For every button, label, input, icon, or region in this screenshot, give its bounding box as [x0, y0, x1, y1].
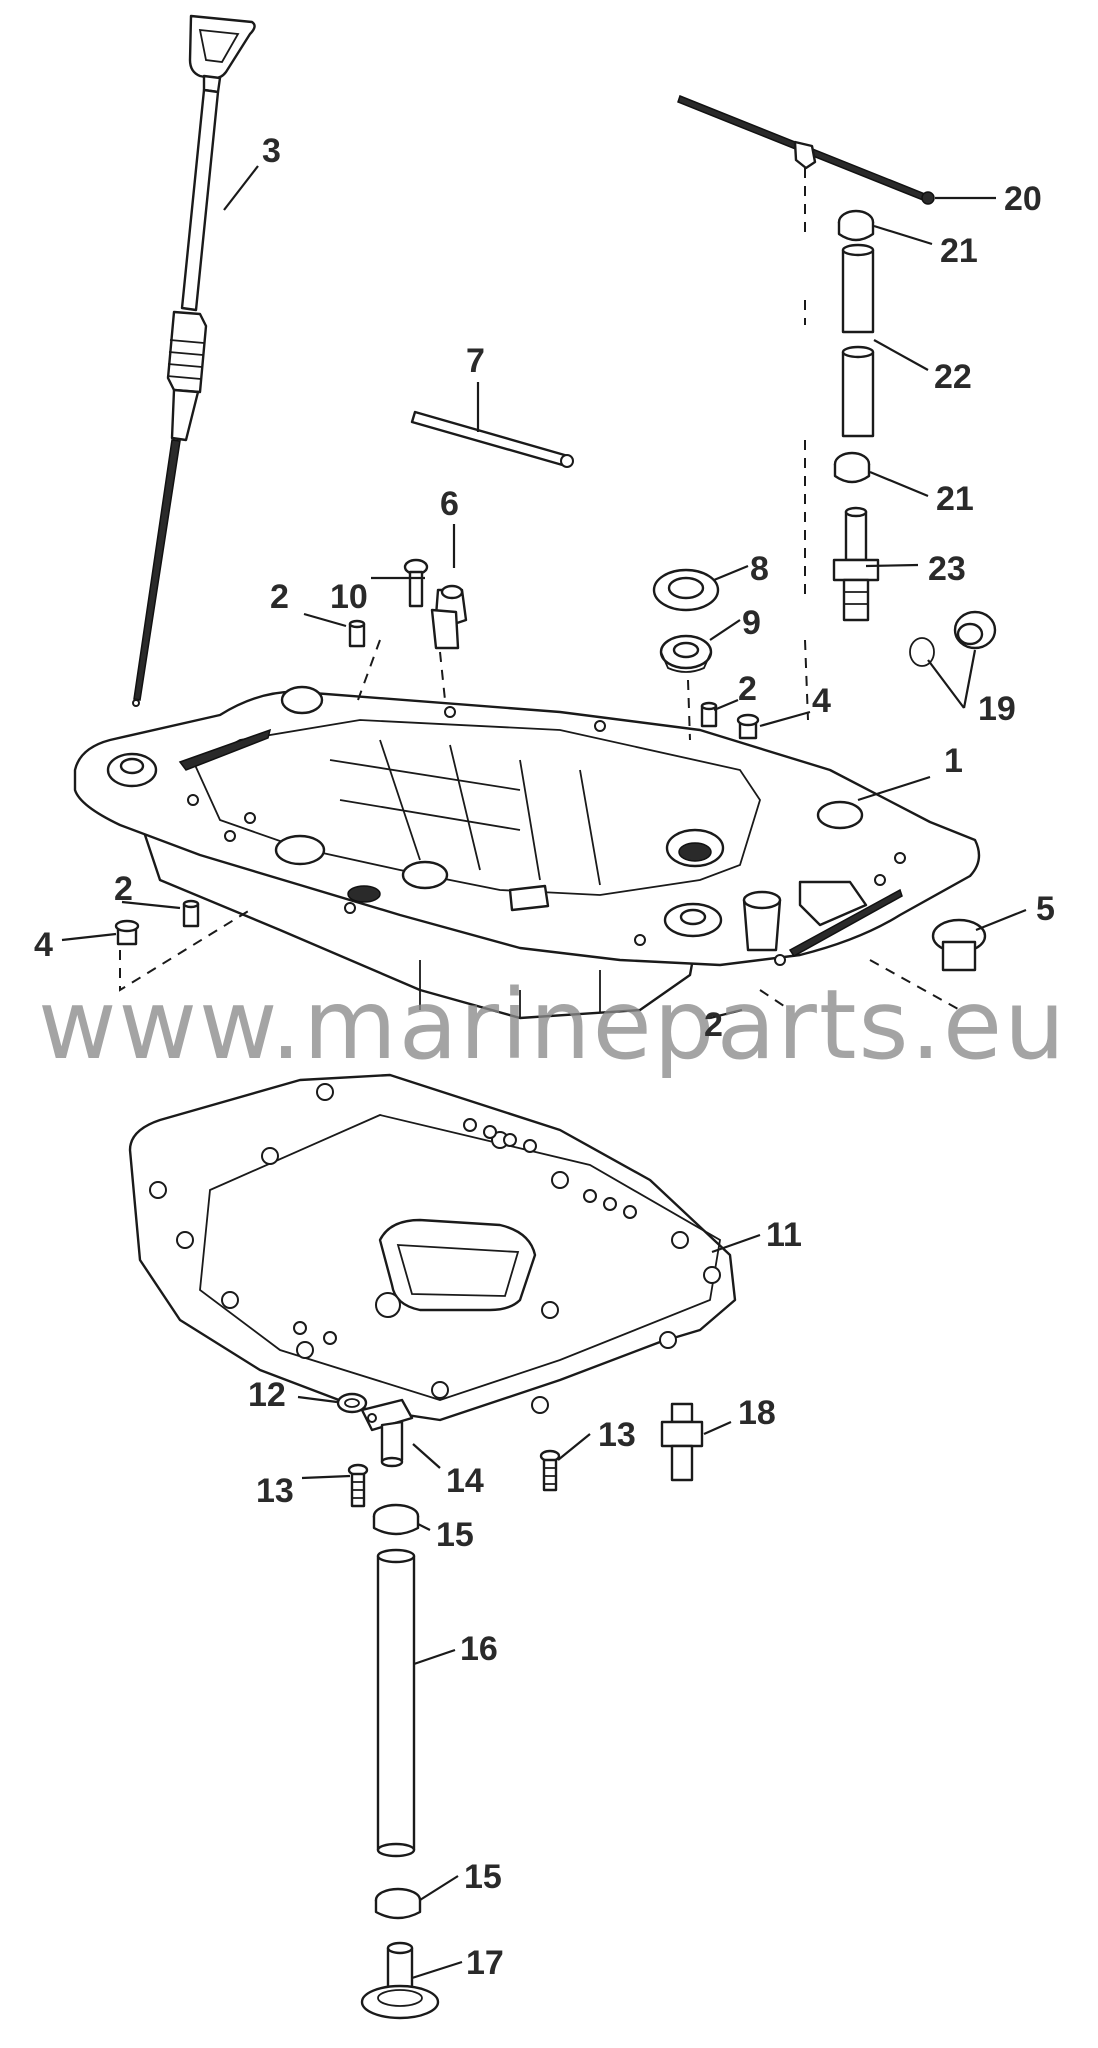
callout-4-left: 4	[34, 926, 53, 964]
callout-2-lower: 2	[704, 1006, 723, 1044]
part-rod	[410, 410, 574, 468]
part-screw-13-right	[539, 1449, 561, 1492]
callout-7: 7	[466, 342, 485, 380]
part-clamp-lower	[833, 451, 871, 484]
part-grommet-17	[360, 1941, 440, 2020]
part-hose	[841, 243, 875, 438]
callout-4-top: 4	[812, 682, 831, 720]
callout-9: 9	[742, 604, 761, 642]
part-fitting-18	[660, 1402, 704, 1482]
part-o-ring-12	[336, 1392, 368, 1414]
part-gasket	[128, 1073, 737, 1422]
leader-lines	[61, 165, 1027, 1980]
part-water-tube	[376, 1548, 416, 1858]
callout-14: 14	[446, 1462, 484, 1500]
callout-5: 5	[1036, 890, 1055, 928]
callout-20: 20	[1004, 180, 1042, 218]
part-clamp-upper	[837, 209, 875, 242]
part-pickup	[360, 1398, 414, 1468]
callout-3: 3	[262, 132, 281, 170]
callout-23: 23	[928, 550, 966, 588]
part-fitting	[832, 506, 880, 622]
callout-8: 8	[750, 550, 769, 588]
callout-16: 16	[460, 1630, 498, 1668]
part-clamp-15-upper	[372, 1503, 420, 1536]
callout-2-top: 2	[270, 578, 289, 616]
part-grommet	[659, 634, 713, 673]
callout-labels: 3 20 21 22 7 21 6 23 8 2 10 9 2 4 19 1 2…	[34, 132, 1055, 1982]
callout-2-left: 2	[114, 870, 133, 908]
callout-18: 18	[738, 1394, 776, 1432]
part-plug-oring	[909, 610, 997, 667]
callout-15-upper: 15	[436, 1516, 474, 1554]
axis-dash-mid	[439, 651, 691, 741]
part-dipstick	[132, 14, 256, 707]
callout-11: 11	[766, 1216, 802, 1254]
part-drain-plug	[931, 918, 987, 972]
watermark: www.marineparts.eu	[38, 969, 1067, 1081]
callout-21-upper: 21	[940, 232, 978, 270]
part-washer	[652, 568, 720, 612]
callout-13-right: 13	[598, 1416, 636, 1454]
callout-21-lower: 21	[936, 480, 974, 518]
callout-15-lower: 15	[464, 1858, 502, 1896]
part-clamp-15-lower	[374, 1887, 422, 1920]
part-adapter-plate	[73, 685, 981, 1020]
part-sensor	[430, 584, 468, 650]
callout-19: 19	[978, 690, 1016, 728]
axis-dash-left	[119, 639, 381, 992]
callout-10: 10	[330, 578, 368, 616]
part-dowel-left	[182, 899, 200, 928]
axis-dash-lower-right	[759, 959, 961, 1011]
callout-1: 1	[944, 742, 963, 780]
part-plug-top-right	[736, 713, 760, 740]
callout-12: 12	[248, 1376, 286, 1414]
callout-22: 22	[934, 358, 972, 396]
part-bolt-10	[403, 558, 429, 608]
part-screw-13-left	[347, 1463, 369, 1508]
callout-13-left: 13	[256, 1472, 294, 1510]
part-cable	[677, 95, 935, 205]
callout-6: 6	[440, 485, 459, 523]
part-dowel-top-right	[700, 701, 718, 728]
callout-2-mid: 2	[738, 670, 757, 708]
part-dowel-top-left	[348, 619, 366, 648]
axis-dash-right	[804, 168, 809, 721]
part-plug-left	[114, 919, 140, 946]
callout-17: 17	[466, 1944, 504, 1982]
